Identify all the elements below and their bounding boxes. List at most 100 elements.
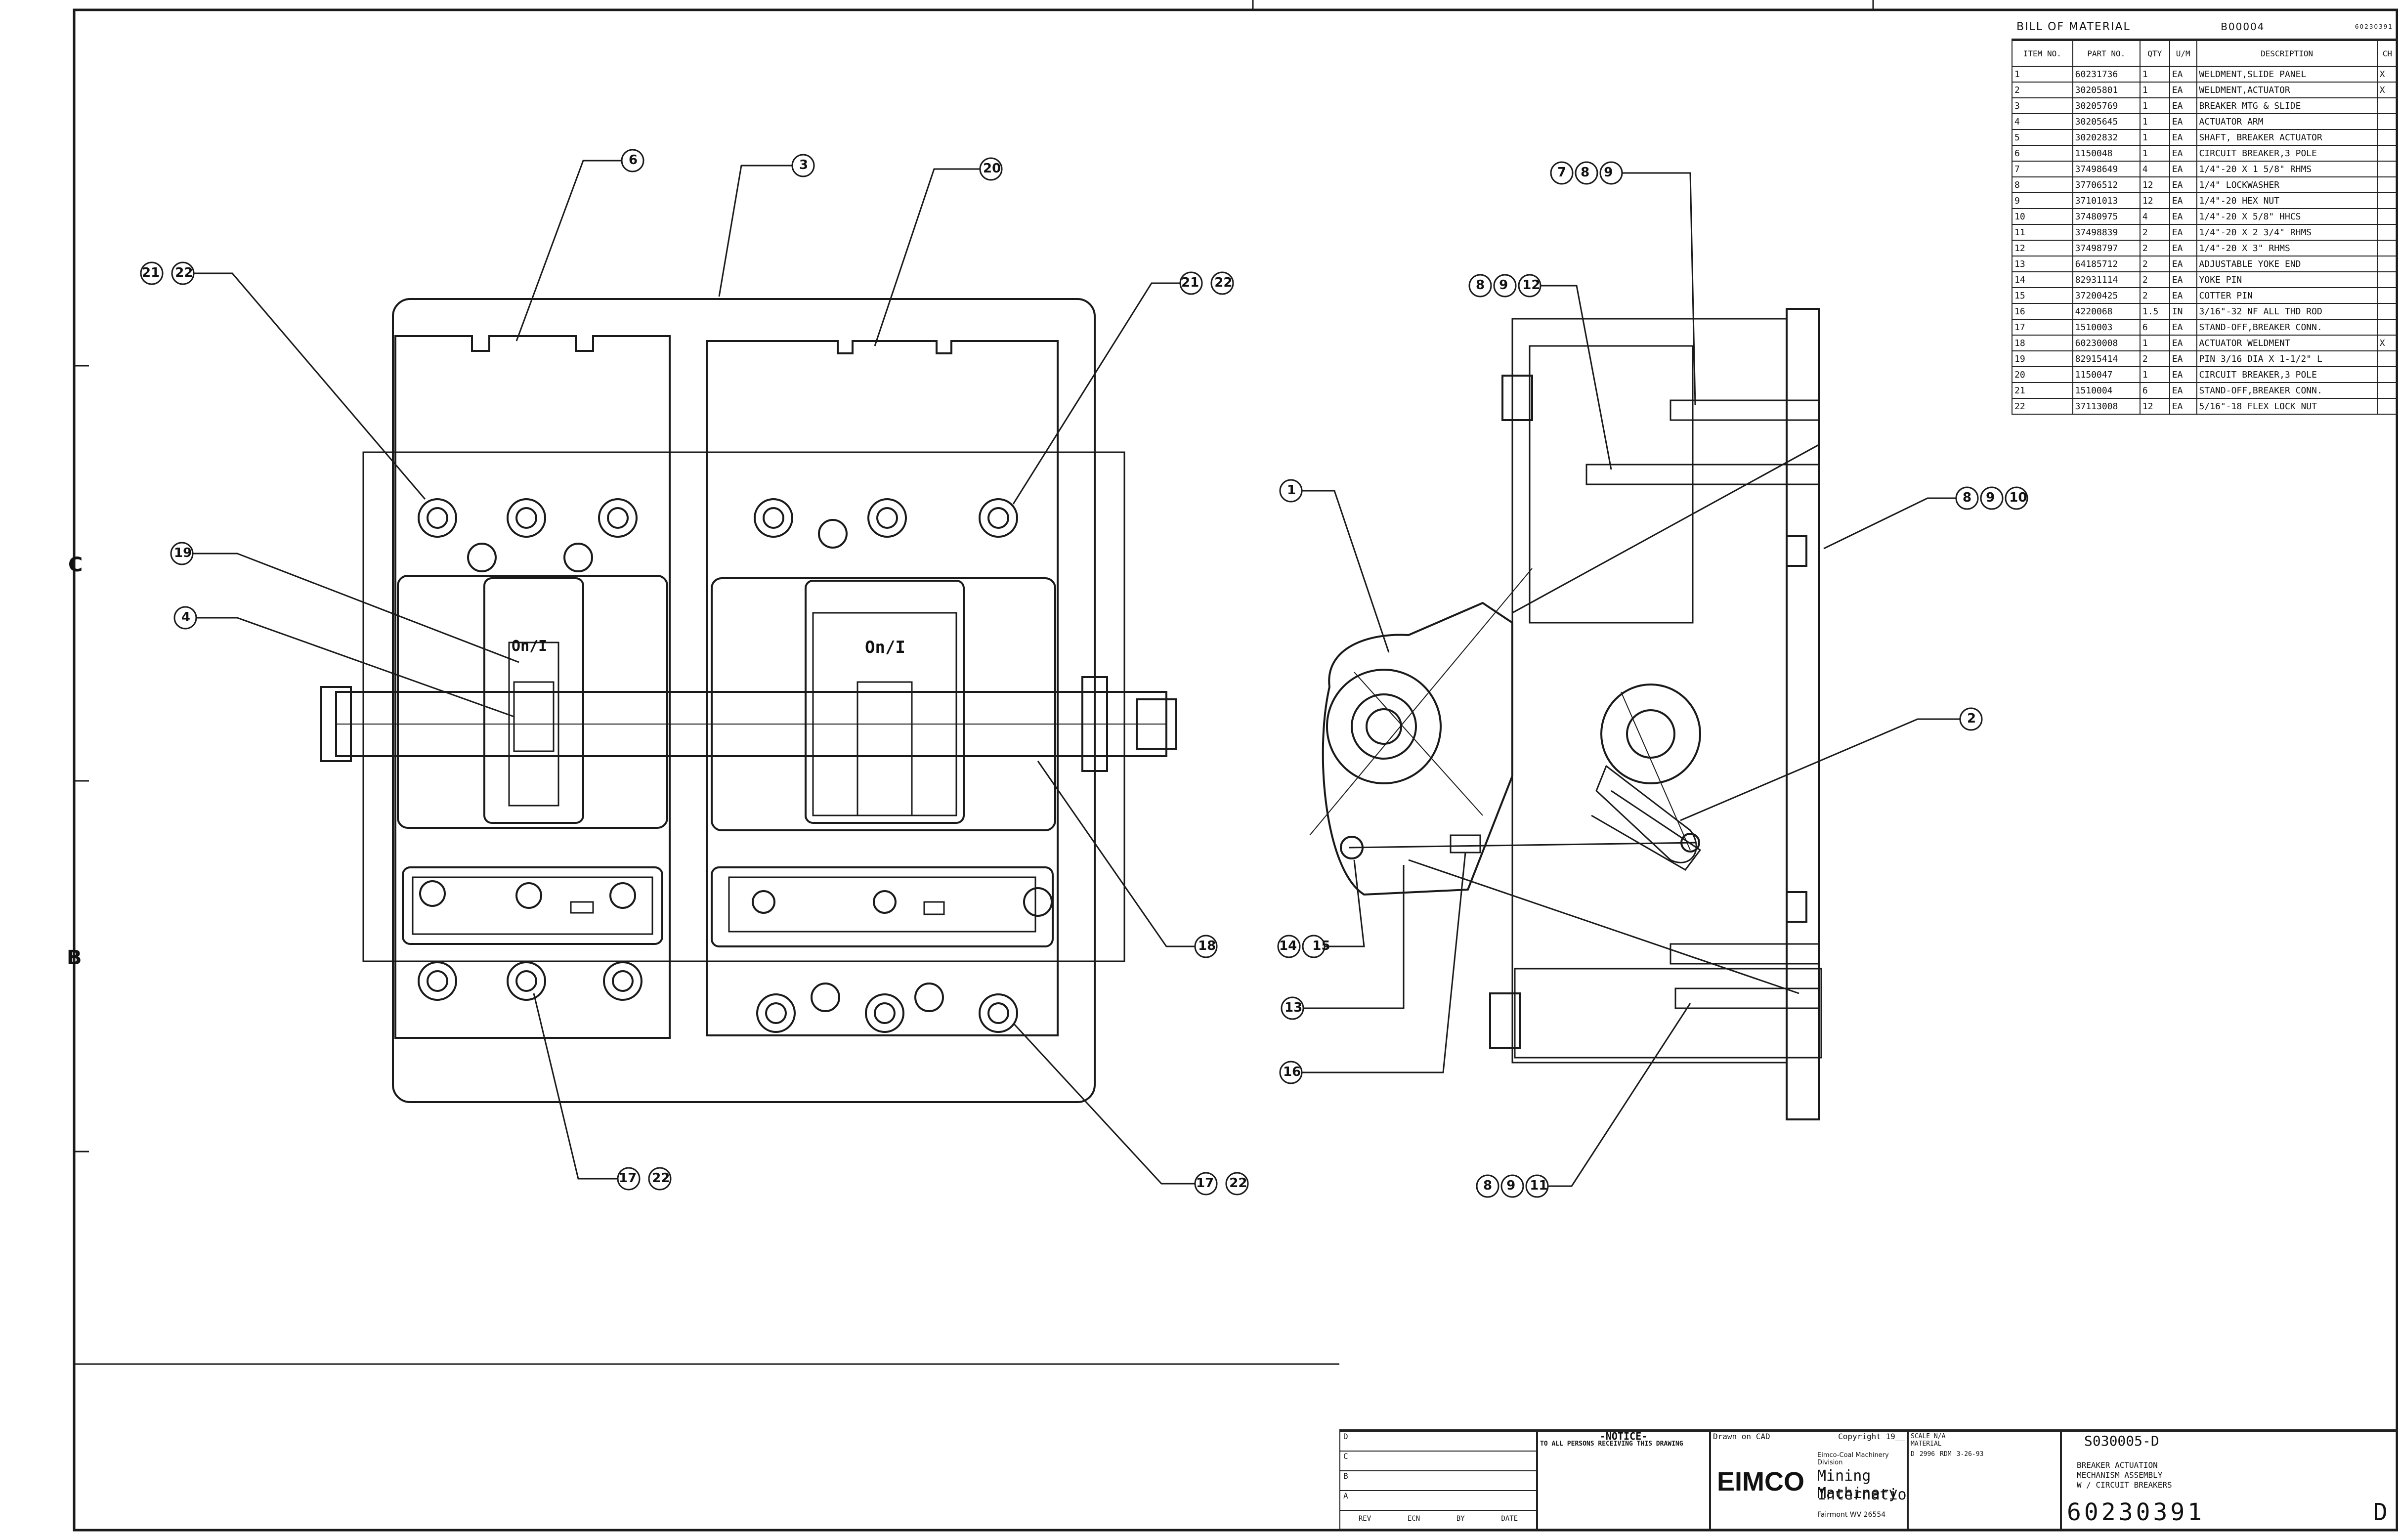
balloon-14-15: 14 15 (1279, 939, 1330, 953)
bom-cell (2376, 129, 2398, 146)
bom-cell: 20 (2012, 366, 2073, 383)
bom-cell (2376, 271, 2398, 288)
title-line3: W / CIRCUIT BREAKERS (2077, 1480, 2172, 1490)
bom-cell: 14 (2012, 271, 2073, 288)
bom-cell: 12 (2139, 192, 2170, 209)
bom-cell: 1510004 (2072, 382, 2141, 399)
bom-dwg-no: 60230391 (2355, 23, 2393, 30)
bom-cell: 1 (2012, 66, 2073, 83)
bom-cell: X (2376, 82, 2398, 98)
bom-cell: 1 (2139, 97, 2170, 114)
bom-cell: EA (2169, 350, 2197, 367)
bom-cell: 1/4"-20 X 3" RHMS (2196, 240, 2378, 257)
bom-cell: 1510003 (2072, 319, 2141, 336)
bom-header-cell: ITEM NO. (2012, 40, 2073, 67)
bom-cell: 2 (2139, 256, 2170, 272)
rev-letter-cell: B (1340, 1471, 1536, 1491)
bom-cell (2376, 224, 2398, 241)
balloon-3: 3 (799, 158, 809, 172)
division-name: Eimco-Coal Machinery Division (1817, 1452, 1889, 1466)
bom-cell: ADJUSTABLE YOKE END (2196, 256, 2378, 272)
bom-cell (2376, 398, 2398, 415)
bom-cell (2376, 113, 2398, 130)
bom-cell: 1 (2139, 366, 2170, 383)
bom-cell: 1 (2139, 82, 2170, 98)
bom-cell: 21 (2012, 382, 2073, 399)
rev-column-label: DATE (1501, 1515, 1518, 1523)
bom-cell: 37101013 (2072, 192, 2141, 209)
bom-cell: 1/4"-20 X 2 3/4" RHMS (2196, 224, 2378, 241)
bom-cell: 1150048 (2072, 145, 2141, 162)
bom-cell: 2 (2139, 224, 2170, 241)
bom-cell: EA (2169, 271, 2197, 288)
bom-cell: WELDMENT,SLIDE PANEL (2196, 66, 2378, 83)
balloon-19: 19 (174, 546, 192, 560)
bom-cell: 12 (2139, 398, 2170, 415)
bom-cell: STAND-OFF,BREAKER CONN. (2196, 319, 2378, 336)
rev-column-label: ECN (1407, 1515, 1420, 1523)
bom-cell: SHAFT, BREAKER ACTUATOR (2196, 129, 2378, 146)
bom-cell: 17 (2012, 319, 2073, 336)
drawing-title-block: S030005-D BREAKER ACTUATION MECHANISM AS… (2061, 1431, 2398, 1530)
bom-cell (2376, 319, 2398, 336)
bom-cell: BREAKER MTG & SLIDE (2196, 97, 2378, 114)
bom-cell (2376, 366, 2398, 383)
balloon-18: 18 (1198, 939, 1216, 953)
rev-record-value: 3-26-93 (1956, 1451, 1984, 1458)
bom-cell: EA (2169, 192, 2197, 209)
balloon-13: 13 (1285, 1000, 1303, 1015)
bom-cell (2376, 161, 2398, 177)
drawing-number: 60230391 (2067, 1498, 2205, 1526)
bom-cell: 64185712 (2072, 256, 2141, 272)
bom-cell: 37480975 (2072, 208, 2141, 225)
bom-cell: 1 (2139, 129, 2170, 146)
company-block: Drawn on CAD Copyright 19__ Eimco-Coal M… (1710, 1431, 1908, 1530)
bom-cell: 3 (2012, 97, 2073, 114)
bom-cell: 1 (2139, 145, 2170, 162)
eimco-logo: EIMCO (1717, 1467, 1805, 1497)
bom-cell: 37498649 (2072, 161, 2141, 177)
bom-cell: EA (2169, 113, 2197, 130)
bom-header-cell: DESCRIPTION (2196, 40, 2378, 67)
rev-letter-cell: C (1340, 1452, 1536, 1471)
bom-cell: 6 (2139, 382, 2170, 399)
bom-cell: 1 (2139, 66, 2170, 83)
bom-cell: ACTUATOR WELDMENT (2196, 335, 2378, 351)
bom-cell: 37498839 (2072, 224, 2141, 241)
bom-cell: 2 (2139, 350, 2170, 367)
bom-cell: COTTER PIN (2196, 287, 2378, 304)
bom-cell: 16 (2012, 303, 2073, 320)
bom-cell: IN (2169, 303, 2197, 320)
bom-cell: PIN 3/16 DIA X 1-1/2" L (2196, 350, 2378, 367)
bom-cell: 22 (2012, 398, 2073, 415)
bom-cell (2376, 240, 2398, 257)
bom-cell: EA (2169, 366, 2197, 383)
bom-cell: 13 (2012, 256, 2073, 272)
bom-cell: 6 (2012, 145, 2073, 162)
bom-cell: EA (2169, 97, 2197, 114)
bom-header-cell: QTY (2139, 40, 2170, 67)
bom-cell: 9 (2012, 192, 2073, 209)
bom-cell: EA (2169, 335, 2197, 351)
bom-cell: 1/4"-20 X 5/8" HHCS (2196, 208, 2378, 225)
rev-record-value: RDM (1940, 1451, 1952, 1458)
bom-cell: EA (2169, 82, 2197, 98)
bom-cell: 1 (2139, 113, 2170, 130)
bom-cell: 12 (2012, 240, 2073, 257)
scale-value: N/A (1933, 1433, 1946, 1440)
balloon-17-22-right: 17 22 (1196, 1176, 1247, 1191)
notice-block: -NOTICE- TO ALL PERSONS RECEIVING THIS D… (1537, 1431, 1710, 1530)
bom-cell: 11 (2012, 224, 2073, 241)
